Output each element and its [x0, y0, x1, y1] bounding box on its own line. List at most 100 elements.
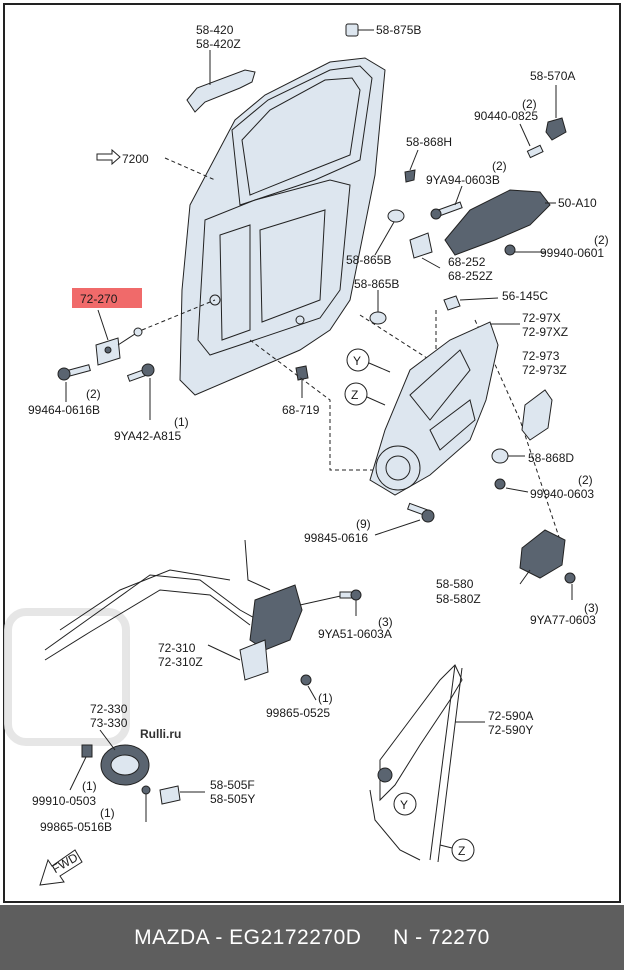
leader-line — [69, 756, 87, 791]
label-68-252z: 68-252Z — [448, 269, 493, 283]
leader-line — [409, 149, 419, 171]
label-58-580z: 58-580Z — [436, 592, 481, 606]
door-assembly — [179, 57, 386, 396]
door-hinge-area — [219, 224, 251, 341]
watermark-logo-icon — [4, 608, 130, 746]
door-hole — [209, 294, 221, 306]
label-90440-qty: (2) — [522, 97, 537, 111]
label-99940a: 99940-0601 — [540, 246, 604, 260]
door-service-opening — [259, 209, 326, 323]
leader-line — [421, 257, 441, 269]
label-58-420: 58-420 — [196, 23, 234, 37]
inner-handle-72-330 — [100, 744, 150, 786]
label-9ya77-qty: (3) — [584, 601, 599, 615]
leader-line — [505, 487, 529, 493]
label-50-a10: 50-A10 — [558, 196, 597, 210]
label-58-570a: 58-570A — [530, 69, 575, 83]
part-58-875b-icon — [345, 23, 359, 37]
clip-56-145c-icon — [443, 295, 461, 311]
label-72-310z: 72-310Z — [158, 655, 203, 669]
label-99940b-qty: (2) — [578, 473, 593, 487]
callout-y2-label: Y — [400, 798, 408, 812]
pad-68-252-icon — [409, 232, 433, 259]
label-72-97x: 72-97X — [522, 311, 561, 325]
label-58-865b-b: 58-865B — [354, 277, 399, 291]
label-58-868h: 58-868H — [406, 135, 452, 149]
label-58-868d: 58-868D — [528, 451, 574, 465]
label-58-580: 58-580 — [436, 577, 474, 591]
bolt-99464-icon — [57, 364, 91, 381]
guide-line — [249, 339, 400, 471]
door-hole — [295, 315, 305, 325]
label-9ya42: 9YA42-A815 — [114, 429, 181, 443]
hand-pointer-icon — [96, 148, 121, 166]
door-window-frame — [231, 65, 373, 206]
part-72-270-highlight — [72, 288, 142, 308]
part-number-footer: MAZDA - EG2172270D N - 72270 — [0, 905, 624, 970]
label-72-590y: 72-590Y — [488, 723, 533, 737]
leader-line — [164, 157, 216, 181]
plug-58-865b-icon — [387, 209, 405, 223]
leader-line — [207, 644, 241, 661]
watermark-text: Rulli.ru — [140, 727, 181, 741]
label-72-973z: 72-973Z — [522, 363, 567, 377]
label-58-505f: 58-505F — [210, 778, 255, 792]
nut-99940-0603-icon — [494, 478, 506, 490]
bracket-50-a10-icon — [444, 189, 551, 256]
label-58-505y: 58-505Y — [210, 792, 255, 806]
label-99464-qty: (2) — [86, 387, 101, 401]
label-72-310: 72-310 — [158, 641, 196, 655]
clip-58-868h-icon — [404, 169, 416, 183]
outer-door-handle — [186, 50, 256, 113]
cap-58-868d-icon — [491, 448, 509, 464]
plug-58-865b-icon — [369, 311, 387, 325]
leader-line — [459, 297, 499, 301]
label-90440: 90440-0825 — [474, 109, 538, 123]
leader-line — [99, 729, 116, 751]
leader-line — [307, 685, 317, 701]
fwd-label: FWD — [50, 850, 81, 876]
lock-cables — [44, 539, 271, 661]
label-68-719: 68-719 — [282, 403, 320, 417]
label-99940b: 99940-0603 — [530, 487, 594, 501]
callout-y-label: Y — [353, 354, 361, 368]
outer-handle-part — [186, 69, 256, 113]
part-labels: 58-420 58-420Z 58-875B 58-570A (2) 90440… — [28, 23, 609, 834]
leader-line — [519, 569, 531, 585]
callout-z2-label: Z — [458, 844, 465, 858]
callout-y-2: Y — [393, 792, 417, 816]
cap-58-505f-icon — [159, 785, 181, 805]
leader-line — [97, 309, 109, 341]
label-99464: 99464-0616B — [28, 403, 100, 417]
fwd-arrow-icon: FWD — [39, 849, 83, 886]
label-72-270: 72-270 — [80, 292, 118, 306]
leader-line — [141, 299, 216, 331]
label-99910: 99910-0503 — [32, 794, 96, 808]
label-99845: 99845-0616 — [304, 531, 368, 545]
door-inner-panel — [197, 179, 351, 356]
regulator-carrier-72-97x — [369, 321, 499, 496]
leader-line — [439, 844, 453, 849]
leader-line — [299, 594, 346, 606]
label-9ya94-qty: (2) — [492, 159, 507, 173]
door-latch-72-310 — [239, 584, 303, 681]
label-9ya42-qty: (1) — [174, 415, 189, 429]
callout-z-label: Z — [351, 388, 358, 402]
label-58-420z: 58-420Z — [196, 37, 241, 51]
door-window-inner — [241, 77, 361, 196]
label-99910-qty: (1) — [82, 779, 97, 793]
label-9ya77: 9YA77-0603 — [530, 613, 596, 627]
callout-y: Y — [346, 348, 370, 372]
screw-99865-0516b-icon — [141, 785, 151, 795]
clip-99910-icon — [81, 744, 93, 758]
parts-diagram: Rulli.ru — [3, 3, 621, 903]
label-99845-qty: (9) — [356, 517, 371, 531]
label-99865a: 99865-0525 — [266, 706, 330, 720]
leader-line — [368, 362, 391, 373]
label-72-97xz: 72-97XZ — [522, 325, 568, 339]
footer-part-number-text: MAZDA - EG2172270D N - 72270 — [134, 925, 490, 949]
leader-line — [519, 123, 531, 147]
bolt-90440-icon — [526, 144, 544, 159]
diagram-frame — [3, 3, 621, 903]
label-99865b-qty: (1) — [100, 806, 115, 820]
